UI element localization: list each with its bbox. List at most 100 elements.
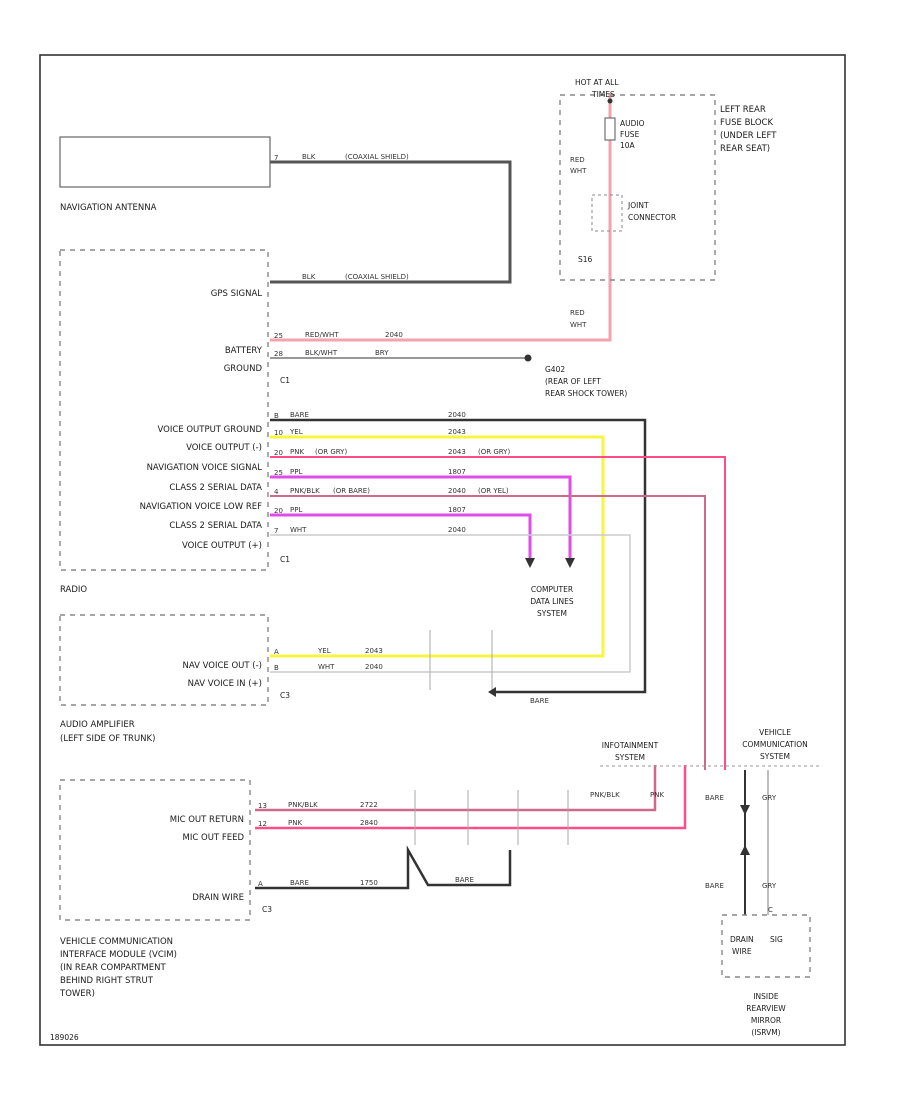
- amp-pin-nav-out-pos: NAV VOICE IN (+): [188, 679, 262, 689]
- gps-blk-label: BLK: [302, 273, 316, 281]
- mic-feed-circuit: 2840: [360, 819, 378, 827]
- vc-gry2-label: GRY: [762, 882, 777, 890]
- mic-return-color: PNK/BLK: [288, 801, 318, 809]
- ground-circuit-label: BRY: [375, 349, 389, 357]
- battery-circuit-label: 2040: [385, 331, 403, 339]
- fuse-block-label-2: FUSE BLOCK: [720, 118, 773, 128]
- pin-number: 28: [274, 350, 283, 358]
- joint-connector-symbol: [591, 194, 623, 232]
- splice-ticks: [414, 630, 569, 845]
- ground-g402-desc-1: (REAR OF LEFT: [545, 377, 601, 386]
- nav-voice-low-ref-wire: [270, 495, 706, 770]
- ground-g402-desc-2: REAR SHOCK TOWER): [545, 389, 627, 398]
- antenna-blk-label: BLK: [302, 153, 316, 161]
- bare-ground-arrow: [488, 687, 496, 697]
- isrvm-label-4: (ISRVM): [751, 1028, 780, 1037]
- antenna-coax-wire: [270, 160, 512, 284]
- isrvm-label-2: REARVIEW: [746, 1004, 786, 1013]
- vcim-connector: C3: [262, 905, 272, 914]
- voice-output-neg-wire: [270, 435, 605, 658]
- computer-data-label-2: DATA LINES: [530, 597, 573, 606]
- radio-pin-voice-ground: VOICE OUTPUT GROUND: [157, 425, 262, 435]
- amp-pin-nav-out-neg: NAV VOICE OUT (-): [182, 661, 262, 671]
- amp-row2-circuit: 2040: [365, 663, 383, 671]
- vcim-label-3: (IN REAR COMPARTMENT: [60, 963, 166, 973]
- pin-number: 13: [258, 802, 267, 810]
- row1-circuit: 2040: [448, 411, 466, 419]
- amp-label-2: (LEFT SIDE OF TRUNK): [60, 734, 155, 744]
- vcim-label-1: VEHICLE COMMUNICATION: [60, 937, 173, 947]
- isrvm-box-label-1: DRAIN: [730, 935, 754, 944]
- isrvm-box-label-3: WIRE: [732, 947, 752, 956]
- fuse-block-label-1: LEFT REAR: [720, 105, 766, 115]
- fuse-wire-red: RED: [570, 156, 585, 164]
- row1-color: BARE: [290, 411, 309, 419]
- pin-number: 20: [274, 449, 283, 457]
- radio-label: RADIO: [60, 585, 87, 595]
- row2-color: YEL: [289, 428, 303, 436]
- battery-color-label: RED/WHT: [305, 331, 339, 339]
- battery-wht-label: WHT: [570, 321, 587, 329]
- row5-circuit: 2040: [448, 487, 466, 495]
- ground-g402-id: G402: [545, 365, 565, 374]
- class2-data-wire-a: [270, 475, 572, 560]
- battery-wire: [270, 93, 612, 342]
- voice-output-ground-wire: [270, 418, 647, 694]
- row2-circuit: 2043: [448, 428, 466, 436]
- vc-pnkblk-label: PNK/BLK: [590, 791, 620, 799]
- fuse-s-label: S16: [578, 255, 593, 264]
- radio-pin-class2-a: CLASS 2 SERIAL DATA: [169, 483, 262, 493]
- pin-number: C: [768, 906, 773, 914]
- data-line-arrow-left: [525, 558, 535, 568]
- row4-color: PPL: [290, 468, 302, 476]
- vcim-label-5: TOWER): [59, 989, 95, 999]
- pin-number: 10: [274, 429, 283, 437]
- row4-circuit: 1807: [448, 468, 466, 476]
- row3-or-right: (OR GRY): [478, 448, 510, 456]
- vcim-label-4: BEHIND RIGHT STRUT: [60, 976, 154, 986]
- fuse-label-2: FUSE: [620, 130, 640, 139]
- pin-number: B: [274, 412, 279, 420]
- isrvm-label-1: INSIDE: [753, 992, 779, 1001]
- vcim-pin-drain: DRAIN WIRE: [192, 893, 244, 903]
- amp-row2-color: WHT: [318, 663, 335, 671]
- data-line-arrow-right: [565, 558, 575, 568]
- vc-gry-label: GRY: [762, 794, 777, 802]
- fuse-symbol: [604, 117, 616, 141]
- footer-code: 189026: [50, 1033, 79, 1042]
- pin-number: 25: [274, 469, 283, 477]
- amp-label-1: AUDIO AMPLIFIER: [60, 720, 135, 730]
- amp-row1-circuit: 2043: [365, 647, 383, 655]
- radio-pin-nav-low-ref: NAVIGATION VOICE LOW REF: [140, 502, 263, 512]
- drain-wire: [255, 845, 512, 890]
- radio-pin-voice-pos: VOICE OUTPUT (+): [182, 541, 262, 551]
- mic-out-return-wire: [255, 765, 657, 812]
- fuse-feed-dot: [607, 98, 613, 104]
- row5-or-right: (OR YEL): [478, 487, 509, 495]
- drain-color: BARE: [290, 879, 309, 887]
- radio-pin-nav-voice: NAVIGATION VOICE SIGNAL: [147, 463, 263, 473]
- radio-connector-2: C1: [280, 555, 290, 564]
- row3-color: PNK: [290, 448, 304, 456]
- isrvm-label-3: MIRROR: [751, 1016, 781, 1025]
- pin-number: 25: [274, 332, 283, 340]
- mic-out-feed-wire: [255, 765, 687, 830]
- row6-circuit: 1807: [448, 506, 466, 514]
- vcim-pin-mic-return: MIC OUT RETURN: [170, 815, 244, 825]
- fuse-times: TIMES: [591, 90, 615, 99]
- vcim-pin-mic-feed: MIC OUT FEED: [183, 833, 245, 843]
- vc-bare-label: BARE: [705, 794, 724, 802]
- gps-coax-label: (COAXIAL SHIELD): [345, 273, 409, 281]
- computer-data-label-1: COMPUTER: [531, 585, 573, 594]
- row3-circuit: 2043: [448, 448, 466, 456]
- isrvm-box: [721, 914, 811, 978]
- diagram-frame: [39, 54, 846, 1046]
- vehicle-comm-label-1: VEHICLE: [759, 728, 791, 737]
- amp-row1-color: YEL: [317, 647, 331, 655]
- fuse-wire-wht: WHT: [570, 167, 587, 175]
- mic-feed-color: PNK: [288, 819, 302, 827]
- audio-amp-box: [59, 614, 269, 706]
- vcim-box: [59, 779, 251, 921]
- vc-arrow-up: [740, 845, 750, 855]
